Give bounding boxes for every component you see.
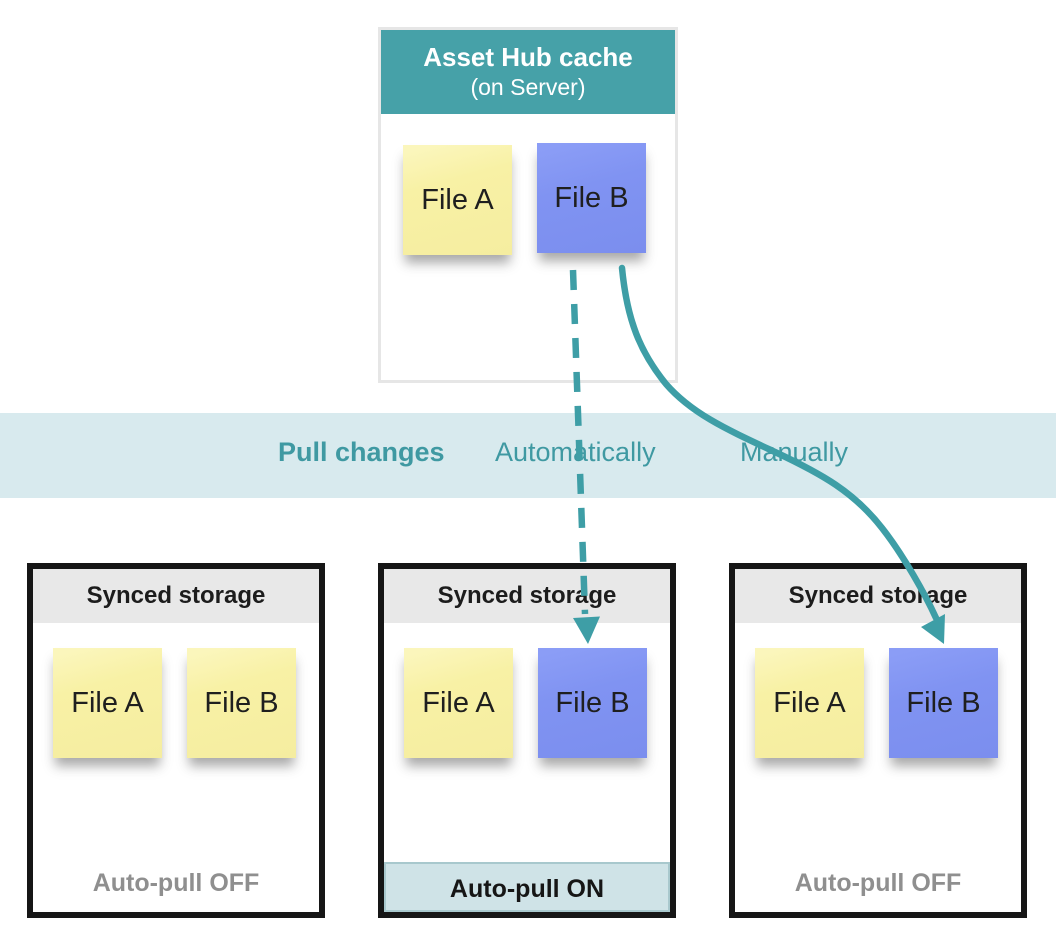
sticky-note-file-b: File B — [187, 648, 296, 758]
file-label: File B — [204, 686, 279, 719]
file-label: File A — [422, 686, 495, 719]
file-label: File B — [906, 686, 981, 719]
sticky-note-file-a: File A — [53, 648, 162, 758]
automatically-label: Automatically — [495, 437, 656, 467]
sticky-note-file-a: File A — [403, 145, 512, 255]
sticky-note-file-b: File B — [537, 143, 646, 253]
synced-storage-box-1: Synced storage File A File B Auto-pull O… — [27, 563, 325, 918]
synced-storage-box-2: Synced storage File A File B Auto-pull O… — [378, 563, 676, 918]
cache-subtitle: (on Server) — [470, 74, 586, 100]
sticky-note-file-a: File A — [755, 648, 864, 758]
file-label: File B — [554, 181, 629, 214]
storage-title: Synced storage — [86, 582, 266, 609]
storage-header: Synced storage — [735, 569, 1021, 623]
synced-storage-box-3: Synced storage File A File B Auto-pull O… — [729, 563, 1027, 918]
manually-label: Manually — [740, 437, 849, 467]
asset-hub-cache-box: Asset Hub cache (on Server) File A File … — [378, 27, 678, 383]
storage-title: Synced storage — [788, 582, 968, 609]
auto-pull-status: Auto-pull ON — [384, 862, 670, 912]
file-label: File A — [71, 686, 144, 719]
pull-changes-band: Pull changes Automatically Manually — [0, 413, 1056, 498]
storage-header: Synced storage — [384, 569, 670, 623]
cache-header: Asset Hub cache (on Server) — [381, 30, 675, 114]
storage-header: Synced storage — [33, 569, 319, 623]
auto-pull-status: Auto-pull OFF — [794, 869, 962, 897]
file-label: File A — [773, 686, 846, 719]
sticky-note-file-b: File B — [889, 648, 998, 758]
auto-pull-status: Auto-pull OFF — [92, 869, 260, 897]
file-label: File A — [421, 183, 494, 216]
sticky-note-file-b: File B — [538, 648, 647, 758]
sticky-note-file-a: File A — [404, 648, 513, 758]
pull-changes-label: Pull changes — [278, 437, 445, 467]
file-label: File B — [555, 686, 630, 719]
storage-title: Synced storage — [437, 582, 617, 609]
cache-title: Asset Hub cache — [423, 42, 633, 72]
